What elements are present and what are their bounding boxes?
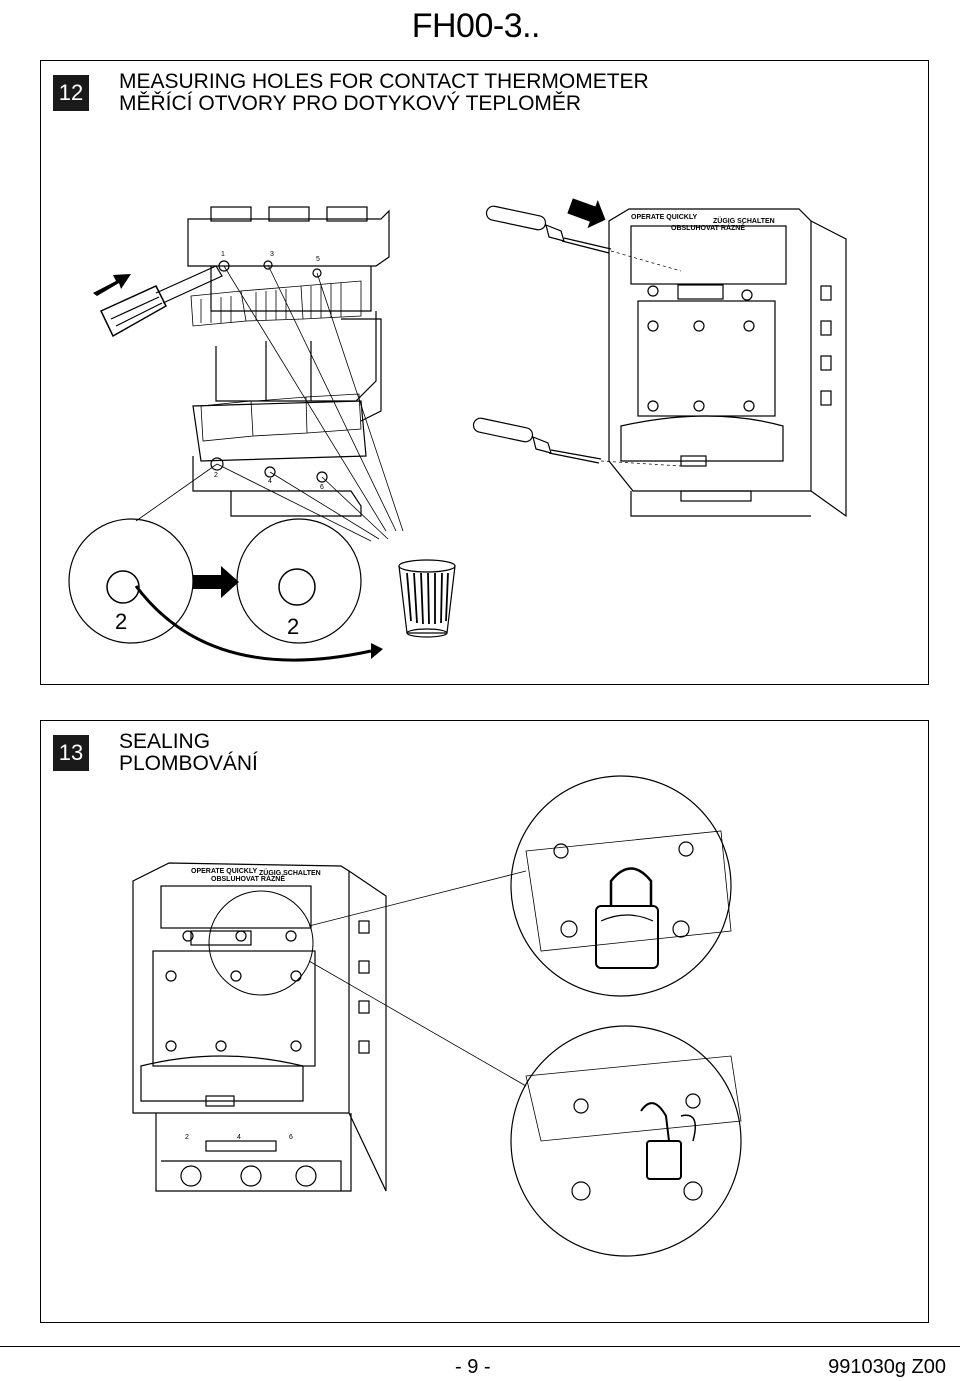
section-12-titles: MEASURING HOLES FOR CONTACT THERMOMETER …: [119, 71, 649, 115]
detail-after-label: 2: [287, 614, 299, 639]
label-zugig-schalten: ZÜGIG SCHALTEN: [259, 868, 321, 877]
arrow-right-icon: [567, 198, 606, 229]
detail-before: [68, 463, 218, 644]
document-id: 991030g Z00: [828, 1356, 946, 1378]
section-12-title-cz: MĚŘÍCÍ OTVORY PRO DOTYKOVÝ TEPLOMĚR: [119, 92, 582, 115]
fuse-switch-assembled: [132, 862, 387, 1192]
terminal-bottom-4: 4: [237, 1134, 241, 1141]
document-code: FH00-3..: [411, 7, 541, 45]
fuse-switch-assembled: [608, 208, 847, 518]
label-obsluhovat-razne: OBSLUHOVAT RÁZNĚ: [211, 874, 285, 883]
terminal-bottom-6: 6: [320, 484, 324, 491]
screwdriver-icon: [99, 265, 223, 338]
section-12-panel: 12 MEASURING HOLES FOR CONTACT THERMOMET…: [40, 60, 929, 685]
footer-divider: [0, 1346, 960, 1347]
label-obsluhovat-razne: OBSLUHOVAT RÁZNĚ: [671, 223, 745, 232]
page-number: - 9 -: [455, 1356, 491, 1378]
detail-after: [236, 518, 362, 644]
terminal-bottom-4: 4: [268, 478, 272, 485]
terminal-top-1: 1: [221, 251, 225, 258]
terminal-bottom-2: 2: [185, 1134, 189, 1141]
detail-before-label: 2: [115, 609, 127, 634]
thermometer-probe-icon: [485, 205, 612, 254]
terminal-top-3: 3: [270, 251, 274, 258]
label-operate-quickly: OPERATE QUICKLY: [631, 214, 697, 221]
section-13-panel: 13 SEALING PLOMBOVÁNÍ OPERATE QUICKLY ZÜ…: [40, 720, 929, 1323]
terminal-bottom-6: 6: [289, 1134, 293, 1141]
section-12-title-en: MEASURING HOLES FOR CONTACT THERMOMETER: [119, 70, 649, 93]
curved-arrow-icon: [371, 643, 383, 659]
arrow-right-icon: [193, 566, 239, 598]
section-number-badge: 12: [53, 75, 89, 111]
seal-detail: [510, 1025, 742, 1257]
padlock-icon: [595, 867, 659, 969]
fuse-base-exploded: [187, 206, 390, 517]
thermometer-holes-drawing: 1 3 5 2 4 6 2: [68, 198, 847, 662]
padlock-detail: [510, 775, 732, 997]
section-13-title-en: SEALING: [119, 730, 211, 753]
section-13-titles: SEALING PLOMBOVÁNÍ: [119, 731, 258, 775]
sealing-drawing: OPERATE QUICKLY ZÜGIG SCHALTEN OBSLUHOVA…: [132, 775, 742, 1257]
section-13-title-cz: PLOMBOVÁNÍ: [119, 752, 258, 775]
seal-icon: [640, 1102, 696, 1180]
terminal-top-5: 5: [316, 256, 320, 263]
arrow-right-icon: [93, 274, 131, 296]
thermometer-probe-icon: [472, 417, 602, 464]
label-zugig-schalten: ZÜGIG SCHALTEN: [713, 216, 775, 225]
thermometer-plug-icon: [398, 559, 456, 638]
label-operate-quickly: OPERATE QUICKLY: [191, 868, 257, 875]
terminal-bottom-2: 2: [214, 472, 218, 479]
section-number-badge: 13: [53, 735, 89, 771]
